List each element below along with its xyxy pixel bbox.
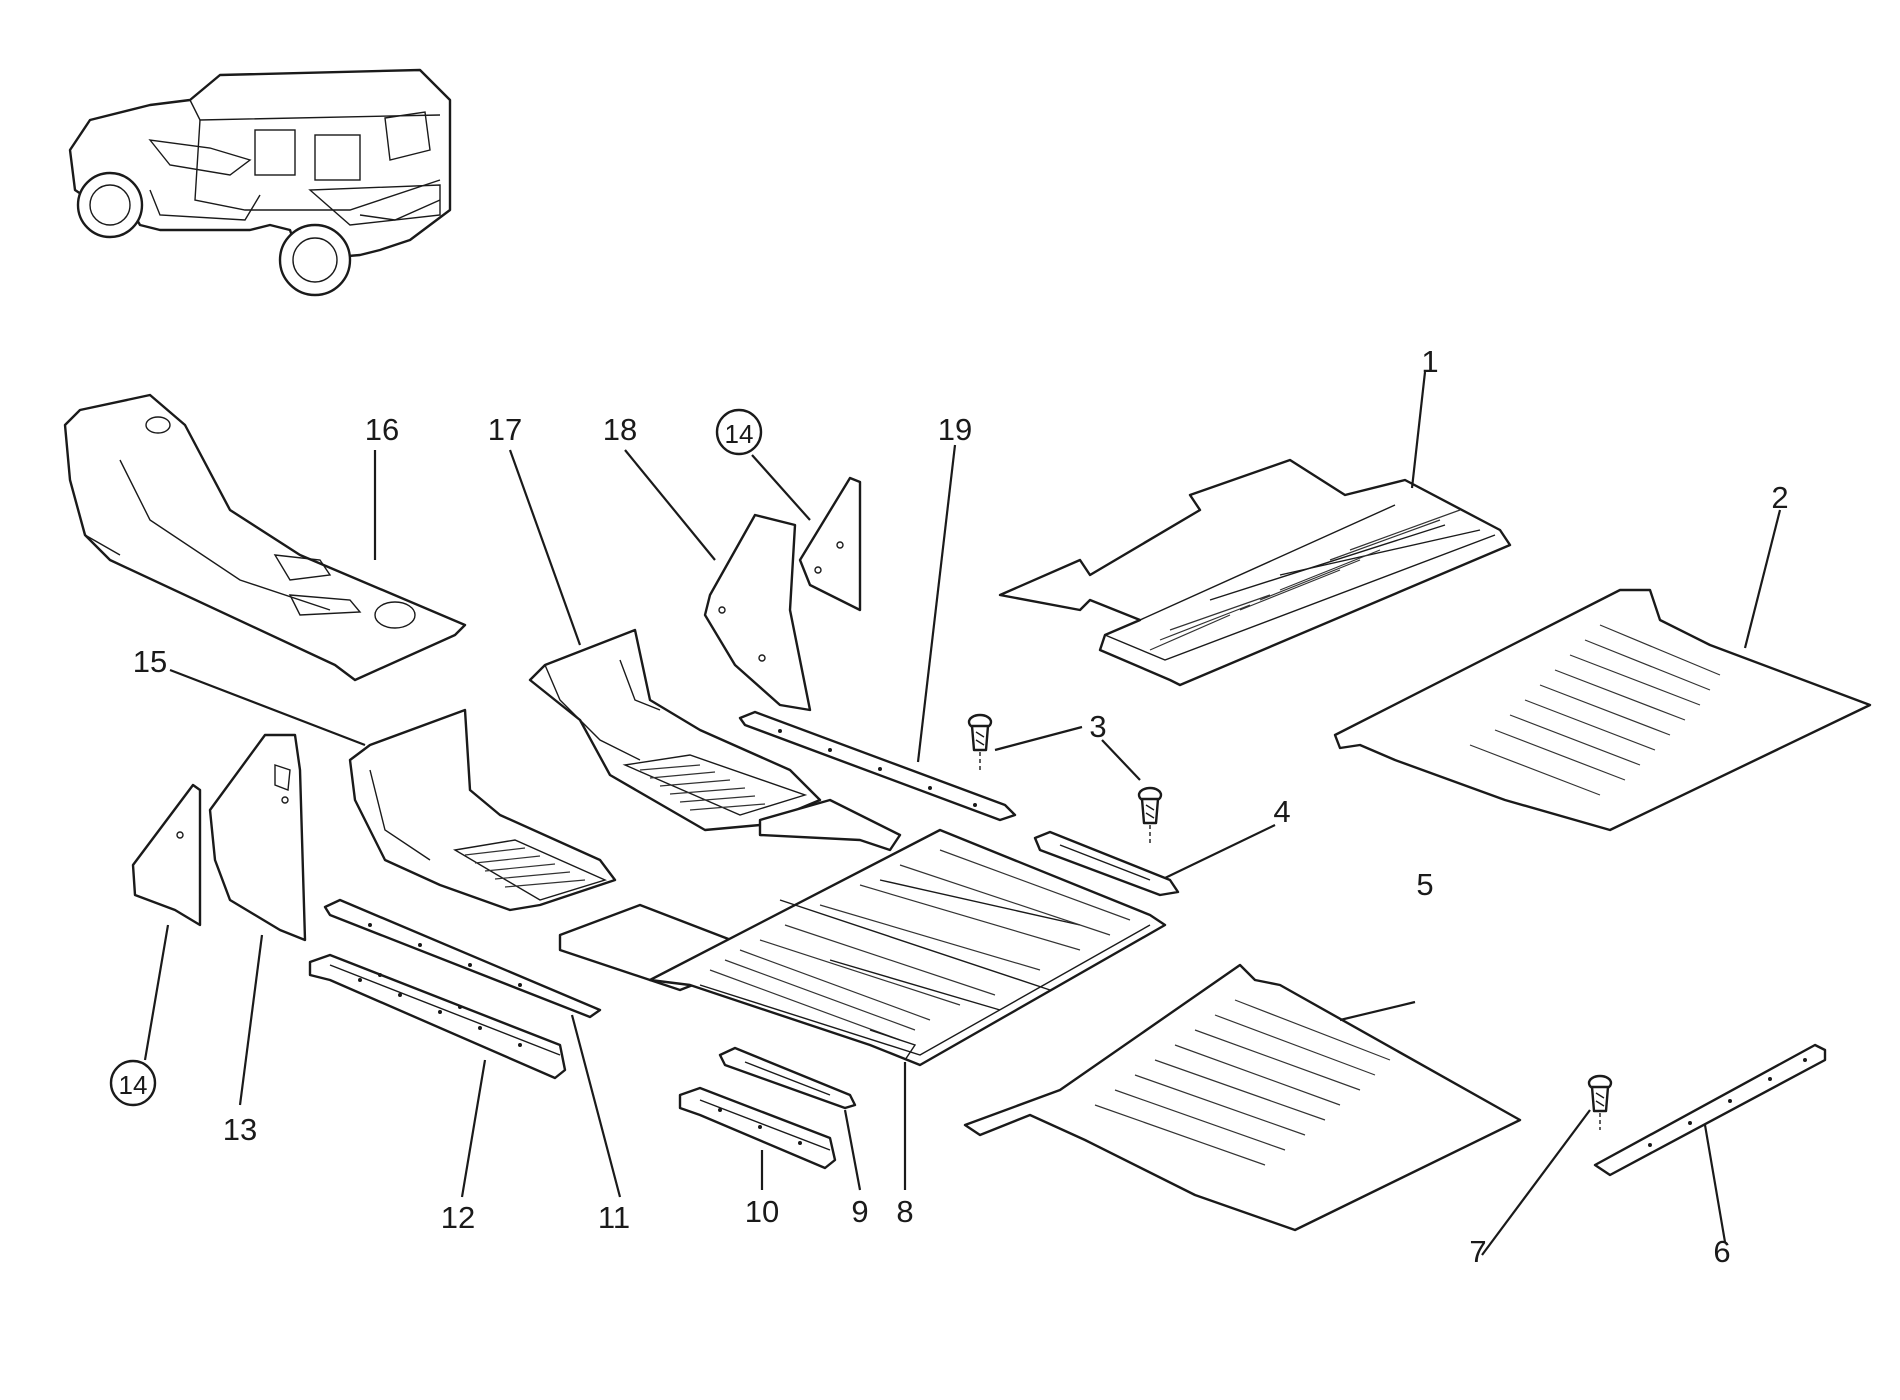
callout-12: 12 (441, 1200, 475, 1235)
callout-10: 10 (745, 1194, 779, 1229)
callout-4: 4 (1273, 794, 1290, 829)
part-8-floor-panel (558, 798, 1167, 1067)
part-9-bracket (718, 1046, 857, 1110)
callout-7: 7 (1469, 1234, 1486, 1269)
part-16-tunnel-cover (63, 393, 467, 682)
part-11-sill-strip (323, 898, 602, 1019)
screw-icon (1587, 1074, 1613, 1130)
part-1-rear-floor-mat (998, 458, 1512, 687)
part-2-rear-floor-panel (1333, 588, 1872, 832)
part-17-floor-mat (528, 628, 822, 832)
part-12-channel (308, 953, 567, 1080)
leader-lines (143, 371, 1782, 1256)
callout-18: 18 (603, 412, 637, 447)
callout-16: 16 (365, 412, 399, 447)
screw-icon (1137, 786, 1163, 843)
callout-8: 8 (896, 1194, 913, 1229)
part-19-sill-strip (738, 710, 1017, 822)
part-14-lower-panel (131, 783, 202, 927)
part-10-channel (678, 1086, 837, 1170)
screw-icon (967, 713, 993, 770)
callout-5: 5 (1416, 867, 1433, 902)
callout-1: 1 (1421, 344, 1438, 379)
part-13-trim-panel (208, 733, 307, 942)
part-15-floor-mat (348, 708, 617, 912)
callout-circle-14-upper (715, 408, 763, 456)
callout-14-lower: 14 (119, 1070, 148, 1100)
part-18-trim-panel (703, 513, 812, 712)
callout-13: 13 (223, 1112, 257, 1147)
part-5-middle-floor-panel (963, 963, 1522, 1232)
callout-14-upper: 14 (725, 419, 754, 449)
callout-6: 6 (1713, 1234, 1730, 1269)
part-14-upper-panel (798, 476, 862, 612)
callout-15: 15 (133, 644, 167, 679)
callout-3: 3 (1089, 709, 1106, 744)
vehicle-thumbnail-icon (68, 68, 452, 297)
callout-2: 2 (1771, 480, 1788, 515)
part-4-strip (1033, 830, 1180, 897)
callout-19: 19 (938, 412, 972, 447)
callout-11: 11 (598, 1200, 630, 1235)
callout-9: 9 (851, 1194, 868, 1229)
callout-circle-14-lower (109, 1059, 157, 1107)
part-6-long-strip (1593, 1043, 1827, 1177)
callout-17: 17 (488, 412, 522, 447)
